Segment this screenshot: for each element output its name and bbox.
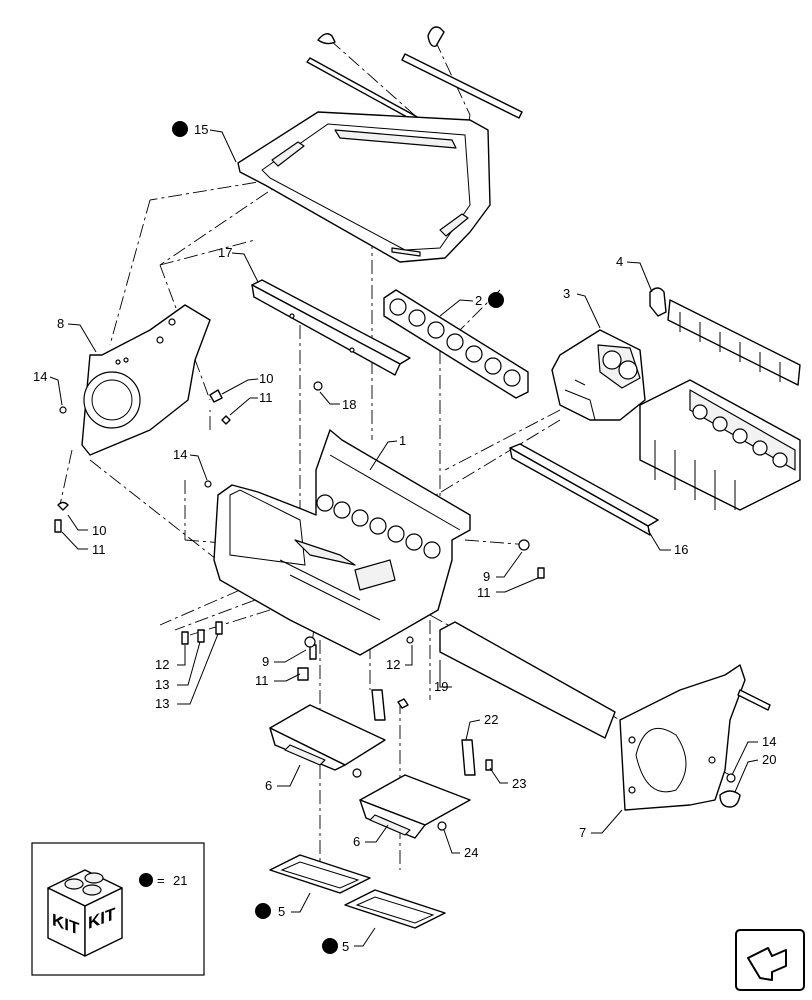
callout-22: 22 [484,712,498,727]
callout-14-right: 14 [762,734,776,749]
callout-12-right: 12 [386,657,400,672]
bottom-tray-right [359,774,471,839]
callout-5-right: 5 [342,939,349,954]
callout-1: 1 [399,433,406,448]
callout-19: 19 [434,679,448,694]
navigation-arrow-icon[interactable] [735,929,805,991]
callout-9-right: 9 [483,569,490,584]
angle-bracket-16 [509,443,659,536]
callout-6-right: 6 [353,834,360,849]
callout-labels: 15 17 2 3 4 8 14 10 11 18 1 14 10 11 16 … [33,122,776,954]
callout-10-top: 10 [259,371,273,386]
callout-20: 20 [762,752,776,767]
kit-legend: KIT KIT = 21 [31,842,205,976]
grommet-strip [383,289,529,399]
callout-9-bottom: 9 [262,654,269,669]
right-valve-rack [639,299,801,511]
callout-5-left: 5 [278,904,285,919]
callout-14-left: 14 [33,369,47,384]
gasket-left [269,854,371,894]
callout-6-left: 6 [265,778,272,793]
valve-block-assembly [551,329,646,421]
plate-19 [439,621,616,739]
callout-12-left: 12 [155,657,169,672]
callout-23: 23 [512,776,526,791]
kit-number: 21 [173,873,187,888]
callout-3: 3 [563,286,570,301]
callout-11-bottom: 11 [255,673,269,688]
callout-11-left: 11 [92,542,106,557]
callout-24: 24 [464,845,478,860]
callout-11-top: 11 [259,390,273,405]
callout-7: 7 [579,825,586,840]
callout-14-mid: 14 [173,447,187,462]
kit-equals: = [157,873,165,888]
main-frame [213,429,471,656]
callout-15: 15 [194,122,208,137]
top-cover-panel [237,111,491,263]
callout-10-left: 10 [92,523,106,538]
right-side-panel [619,664,771,811]
callout-17: 17 [218,245,232,260]
top-support-rods [306,26,523,129]
callout-11-right: 11 [477,585,491,600]
kit-box-icon: KIT KIT [47,869,123,957]
callout-2: 2 [475,293,482,308]
callout-13-top: 13 [155,677,169,692]
gasket-right [344,889,446,929]
callout-4: 4 [616,254,623,269]
kit-bullets [172,121,504,954]
callout-16: 16 [674,542,688,557]
bottom-tray-left [269,704,386,771]
callout-8: 8 [57,316,64,331]
callout-13-bottom: 13 [155,696,169,711]
clip-part-4 [649,287,667,317]
angle-bracket-17 [251,279,411,376]
fasteners [54,381,741,831]
leader-lines [49,129,759,947]
left-side-panel [81,304,211,456]
callout-18: 18 [342,397,356,412]
